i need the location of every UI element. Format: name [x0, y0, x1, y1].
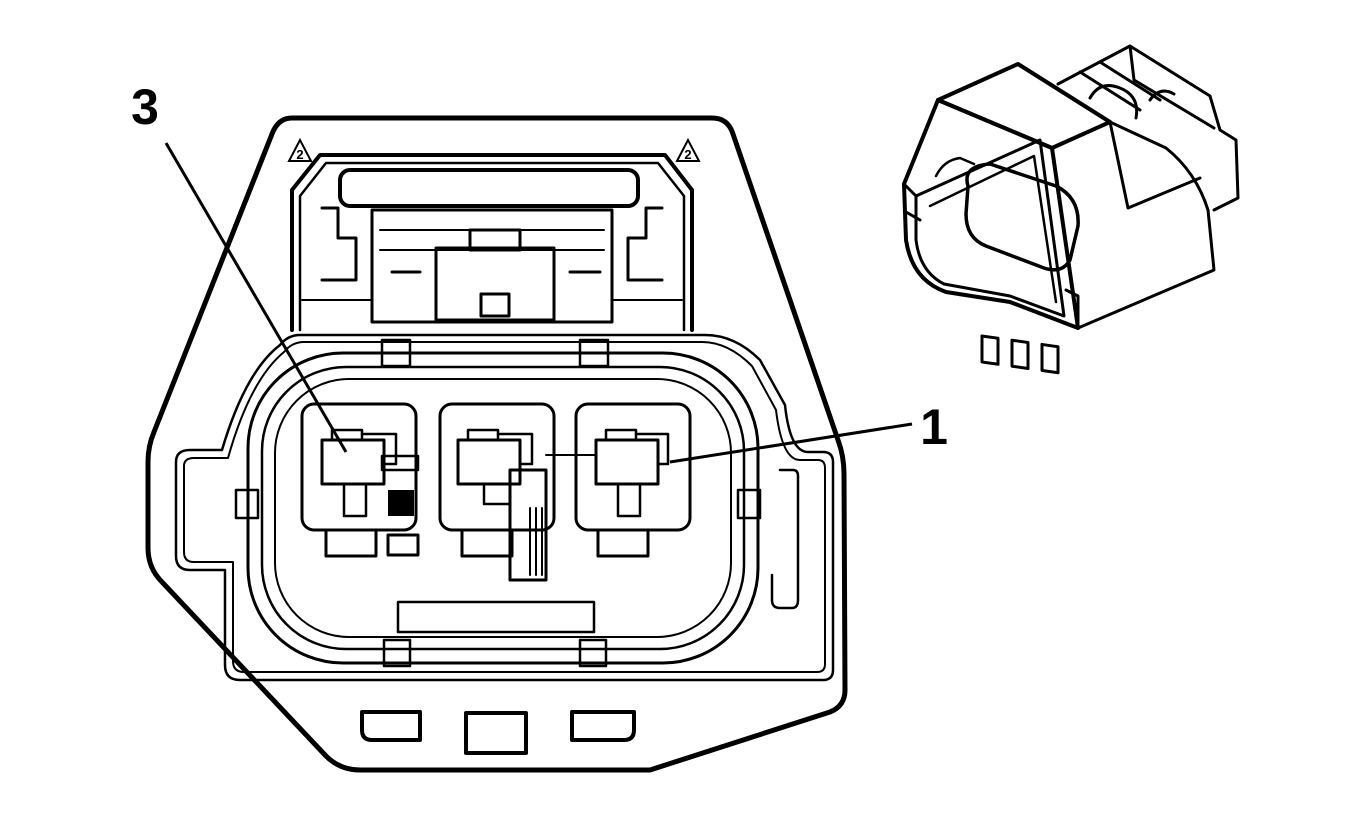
ring-tab-top-right	[578, 338, 610, 368]
callout-label-1: 1	[920, 399, 948, 455]
note-triangle-right: 2	[675, 137, 701, 162]
callout-pin-3: 3	[131, 79, 348, 453]
note-number-left: 2	[296, 147, 303, 162]
ring-tab-top-left	[380, 338, 412, 368]
flange-outline-inner	[183, 341, 826, 673]
terminal-cavity-1	[574, 402, 692, 558]
leader-line-3	[164, 142, 348, 453]
note-number-right: 2	[684, 147, 691, 162]
callout-label-3: 3	[131, 79, 159, 135]
housing-outline	[145, 115, 848, 773]
right-notch	[736, 488, 762, 520]
iso-pin-cavity-1	[1040, 342, 1060, 375]
iso-pin-cavity-3	[980, 334, 1000, 366]
iso-pin-cavity-2	[1010, 338, 1030, 370]
bottom-slot-center	[464, 711, 528, 755]
locking-latch	[290, 153, 694, 332]
ring-tab-bottom-left	[382, 638, 412, 668]
connector-face-view	[145, 115, 848, 773]
bottom-slot-right	[570, 710, 636, 742]
seal-ring-outer	[246, 351, 760, 665]
callout-pin-1: 1	[669, 399, 948, 464]
leader-line-1	[669, 422, 913, 464]
latch-release-bar	[338, 168, 640, 208]
bottom-slot-left	[360, 710, 422, 742]
ring-tab-bottom-right	[578, 638, 608, 668]
seal-ring-inner	[274, 378, 732, 638]
connector-isometric-view	[902, 44, 1240, 375]
terminal-cavity-3	[300, 402, 420, 558]
key-way-bottom	[396, 600, 596, 634]
terminal-cavity-2	[438, 402, 597, 582]
seal-ring-mid	[260, 365, 746, 651]
right-lug	[770, 468, 800, 610]
note-triangle-left: 2	[287, 137, 313, 162]
